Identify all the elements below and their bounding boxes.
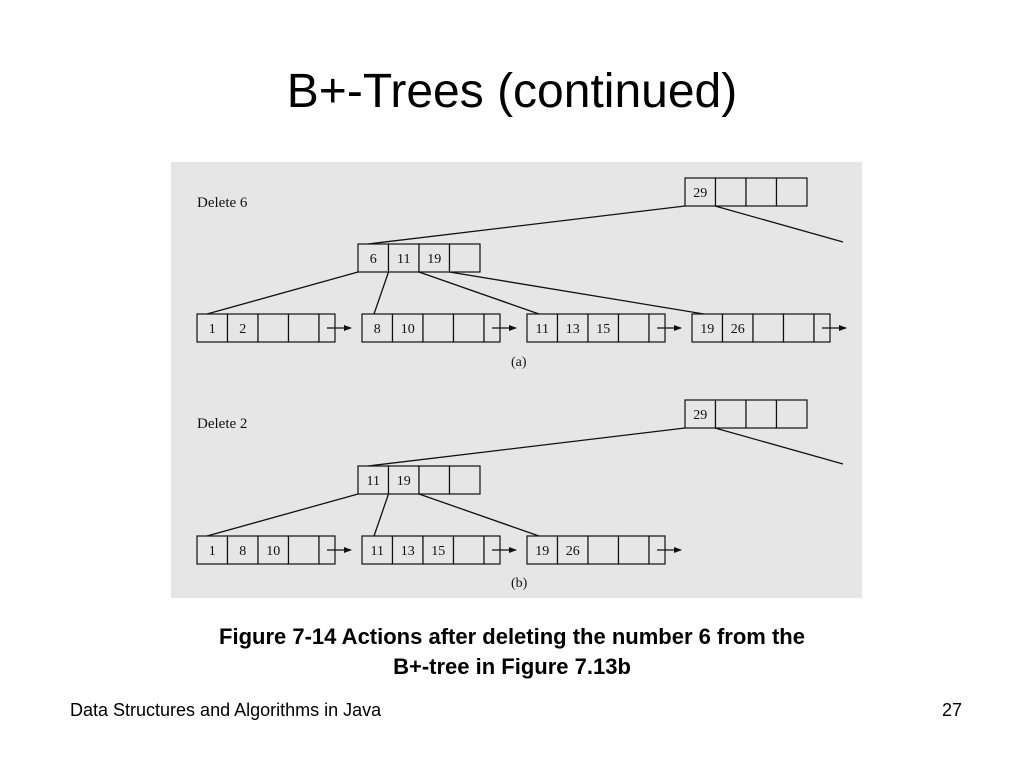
root-to-inner-edge bbox=[367, 205, 686, 245]
slide-title: B+-Trees (continued) bbox=[286, 65, 738, 118]
leaf-node-key: 2 bbox=[239, 322, 246, 337]
root-node: 29 bbox=[684, 399, 808, 429]
leaf-node-cell bbox=[287, 535, 320, 565]
leaf-node-cell bbox=[752, 313, 785, 343]
leaf-node-cell bbox=[196, 313, 229, 343]
leaf-node-cell bbox=[361, 313, 394, 343]
leaf-node: 11 13 15 bbox=[526, 313, 666, 343]
caption-line-1: Figure 7-14 Actions after deleting the n… bbox=[219, 624, 805, 649]
root-right-edge bbox=[714, 427, 844, 465]
root-node-cell bbox=[714, 399, 747, 429]
root-node-key: 29 bbox=[693, 186, 707, 201]
root-node-cell bbox=[775, 399, 808, 429]
root-node: 29 bbox=[684, 177, 808, 207]
inner-node-cell bbox=[448, 243, 481, 273]
inner-to-leaf-edge bbox=[449, 271, 705, 315]
panel-b-sublabel: (b) bbox=[511, 576, 528, 591]
root-node-cell bbox=[745, 399, 778, 429]
leaf-node-cell bbox=[361, 535, 394, 565]
leaf-node-cell bbox=[617, 313, 650, 343]
inner-to-leaf-edge bbox=[206, 493, 359, 537]
root-node-key: 29 bbox=[693, 408, 707, 423]
root-to-inner-edge bbox=[367, 427, 686, 467]
leaf-node-key: 10 bbox=[401, 322, 415, 337]
leaf-node-key: 26 bbox=[566, 544, 580, 559]
figure-background bbox=[171, 162, 862, 598]
panel-b-label: Delete 2 bbox=[197, 416, 247, 432]
leaf-node-key: 8 bbox=[239, 544, 246, 559]
leaf-node-cell bbox=[391, 535, 424, 565]
leaf-node-key: 13 bbox=[566, 322, 580, 337]
inner-to-leaf-edge bbox=[418, 271, 540, 315]
root-node-cell bbox=[745, 177, 778, 207]
leaf-node-cell bbox=[422, 313, 455, 343]
panel-a-sublabel: (a) bbox=[511, 355, 527, 370]
inner-node-cell bbox=[448, 465, 481, 495]
leaf-node-cell bbox=[287, 313, 320, 343]
leaf-node-cell bbox=[782, 313, 815, 343]
root-right-edge bbox=[714, 205, 844, 243]
panel-a-label: Delete 6 bbox=[197, 195, 248, 211]
leaf-node-key: 26 bbox=[731, 322, 745, 337]
leaf-node-cell bbox=[452, 313, 485, 343]
inner-node-key: 6 bbox=[370, 252, 377, 267]
inner-to-leaf-edge bbox=[373, 493, 390, 537]
footer-course-title: Data Structures and Algorithms in Java bbox=[70, 700, 382, 720]
caption-line-2: B+-tree in Figure 7.13b bbox=[393, 654, 631, 679]
inner-node-key: 19 bbox=[397, 474, 411, 489]
leaf-node-key: 11 bbox=[536, 322, 549, 337]
leaf-node: 11 13 15 bbox=[361, 535, 501, 565]
leaf-node-key: 11 bbox=[371, 544, 384, 559]
inner-node-cell bbox=[418, 465, 451, 495]
leaf-node-key: 1 bbox=[209, 322, 216, 337]
leaf-node-cell bbox=[452, 535, 485, 565]
leaf-node: 8 10 bbox=[361, 313, 501, 343]
inner-node-key: 11 bbox=[397, 252, 410, 267]
leaf-node-key: 19 bbox=[700, 322, 714, 337]
figure-caption: Figure 7-14 Actions after deleting the n… bbox=[0, 622, 1024, 682]
inner-node-key: 11 bbox=[367, 474, 380, 489]
root-node-cell bbox=[714, 177, 747, 207]
leaf-node-cell bbox=[196, 535, 229, 565]
leaf-node-key: 13 bbox=[401, 544, 415, 559]
inner-node-cell bbox=[357, 465, 390, 495]
leaf-node-cell bbox=[526, 535, 559, 565]
inner-to-leaf-edge bbox=[373, 271, 390, 315]
leaf-node-key: 10 bbox=[266, 544, 280, 559]
root-node-cell bbox=[684, 177, 717, 207]
inner-to-leaf-edge bbox=[418, 493, 540, 537]
inner-node-key: 19 bbox=[427, 252, 441, 267]
leaf-node-key: 8 bbox=[374, 322, 381, 337]
leaf-node-key: 15 bbox=[431, 544, 445, 559]
leaf-node-cell bbox=[391, 313, 424, 343]
root-node-cell bbox=[775, 177, 808, 207]
leaf-node-cell bbox=[422, 535, 455, 565]
inner-node: 6 11 19 bbox=[357, 243, 481, 273]
inner-to-leaf-edge bbox=[206, 271, 359, 315]
leaf-node-cell bbox=[556, 313, 589, 343]
inner-node: 11 19 bbox=[357, 465, 481, 495]
leaf-node-key: 1 bbox=[209, 544, 216, 559]
leaf-node-cell bbox=[587, 535, 620, 565]
leaf-node-key: 19 bbox=[535, 544, 549, 559]
leaf-node-cell bbox=[617, 535, 650, 565]
leaf-node-key: 15 bbox=[596, 322, 610, 337]
footer-page-number: 27 bbox=[941, 700, 962, 720]
leaf-node-cell bbox=[257, 313, 290, 343]
